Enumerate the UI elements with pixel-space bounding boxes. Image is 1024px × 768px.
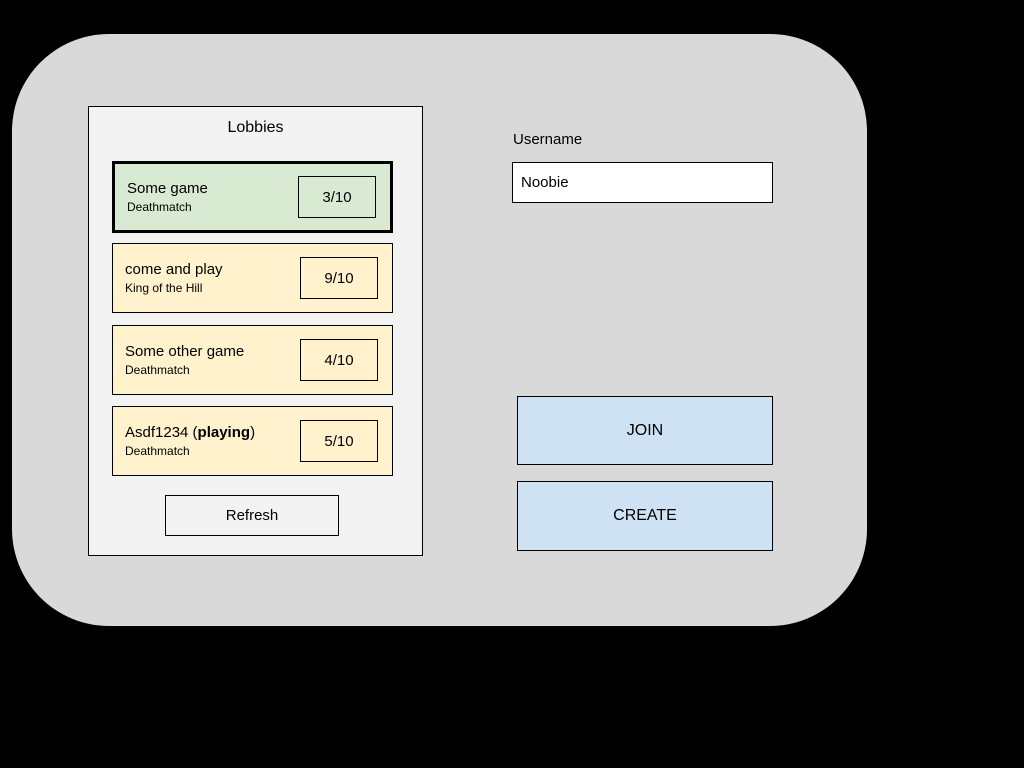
lobby-mode: Deathmatch xyxy=(125,444,190,458)
join-button[interactable]: JOIN xyxy=(517,396,773,465)
player-count-badge: 9/10 xyxy=(300,257,378,299)
lobby-name: come and play xyxy=(125,261,223,278)
lobby-item-some-other-game[interactable]: Some other game Deathmatch 4/10 xyxy=(112,325,393,395)
lobby-name: Asdf1234 (playing) xyxy=(125,424,256,441)
lobbies-panel: Lobbies Some game Deathmatch 3/10 come a… xyxy=(88,106,423,556)
lobby-text: Asdf1234 (playing) Deathmatch xyxy=(125,423,255,459)
lobbies-title: Lobbies xyxy=(227,119,284,136)
lobby-name: Some game xyxy=(127,180,208,197)
lobby-mode: Deathmatch xyxy=(127,200,192,214)
refresh-button[interactable]: Refresh xyxy=(165,495,339,536)
create-button[interactable]: CREATE xyxy=(517,481,773,551)
player-count-badge: 3/10 xyxy=(298,176,376,218)
lobby-text: Some game Deathmatch xyxy=(127,179,208,215)
lobby-text: Some other game Deathmatch xyxy=(125,342,244,378)
lobby-mode: King of the Hill xyxy=(125,281,203,295)
username-input[interactable] xyxy=(512,162,773,203)
player-count-badge: 5/10 xyxy=(300,420,378,462)
username-label: Username xyxy=(513,131,583,148)
lobby-item-some-game[interactable]: Some game Deathmatch 3/10 xyxy=(112,161,393,233)
lobby-mode: Deathmatch xyxy=(125,363,190,377)
lobby-item-come-and-play[interactable]: come and play King of the Hill 9/10 xyxy=(112,243,393,313)
main-card: Lobbies Some game Deathmatch 3/10 come a… xyxy=(12,34,867,626)
lobby-text: come and play King of the Hill xyxy=(125,260,223,296)
lobby-name: Some other game xyxy=(125,343,245,360)
player-count-badge: 4/10 xyxy=(300,339,378,381)
lobby-item-asdf1234[interactable]: Asdf1234 (playing) Deathmatch 5/10 xyxy=(112,406,393,476)
